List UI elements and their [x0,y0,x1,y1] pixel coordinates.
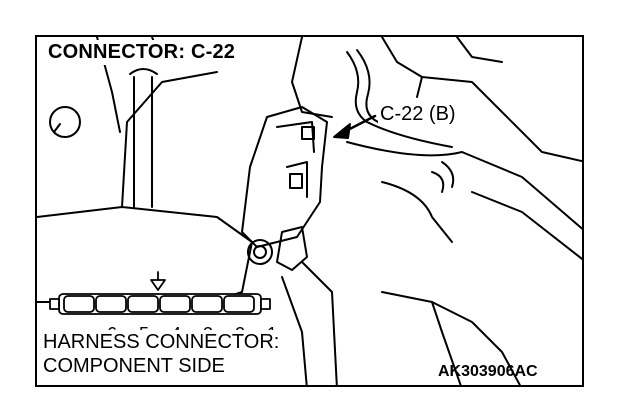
engine-bay-illustration [37,37,582,385]
connector-pin-box [223,295,255,313]
figure-code: AK303906AC [438,363,538,380]
connector-pin-box [159,295,191,313]
harness-connector-label: HARNESS CONNECTOR: COMPONENT SIDE [43,330,284,378]
connector-callout-label: C-22 (B) [378,103,458,126]
harness-label-line2: COMPONENT SIDE [43,355,225,377]
connector-pin-box [95,295,127,313]
connector-pin-box [191,295,223,313]
diagram-title: CONNECTOR: C-22 [46,40,240,65]
connector-pin-box [63,295,95,313]
harness-label-line1: HARNESS CONNECTOR: [43,331,280,353]
connector-pin-box [127,295,159,313]
diagram-frame [35,35,584,387]
